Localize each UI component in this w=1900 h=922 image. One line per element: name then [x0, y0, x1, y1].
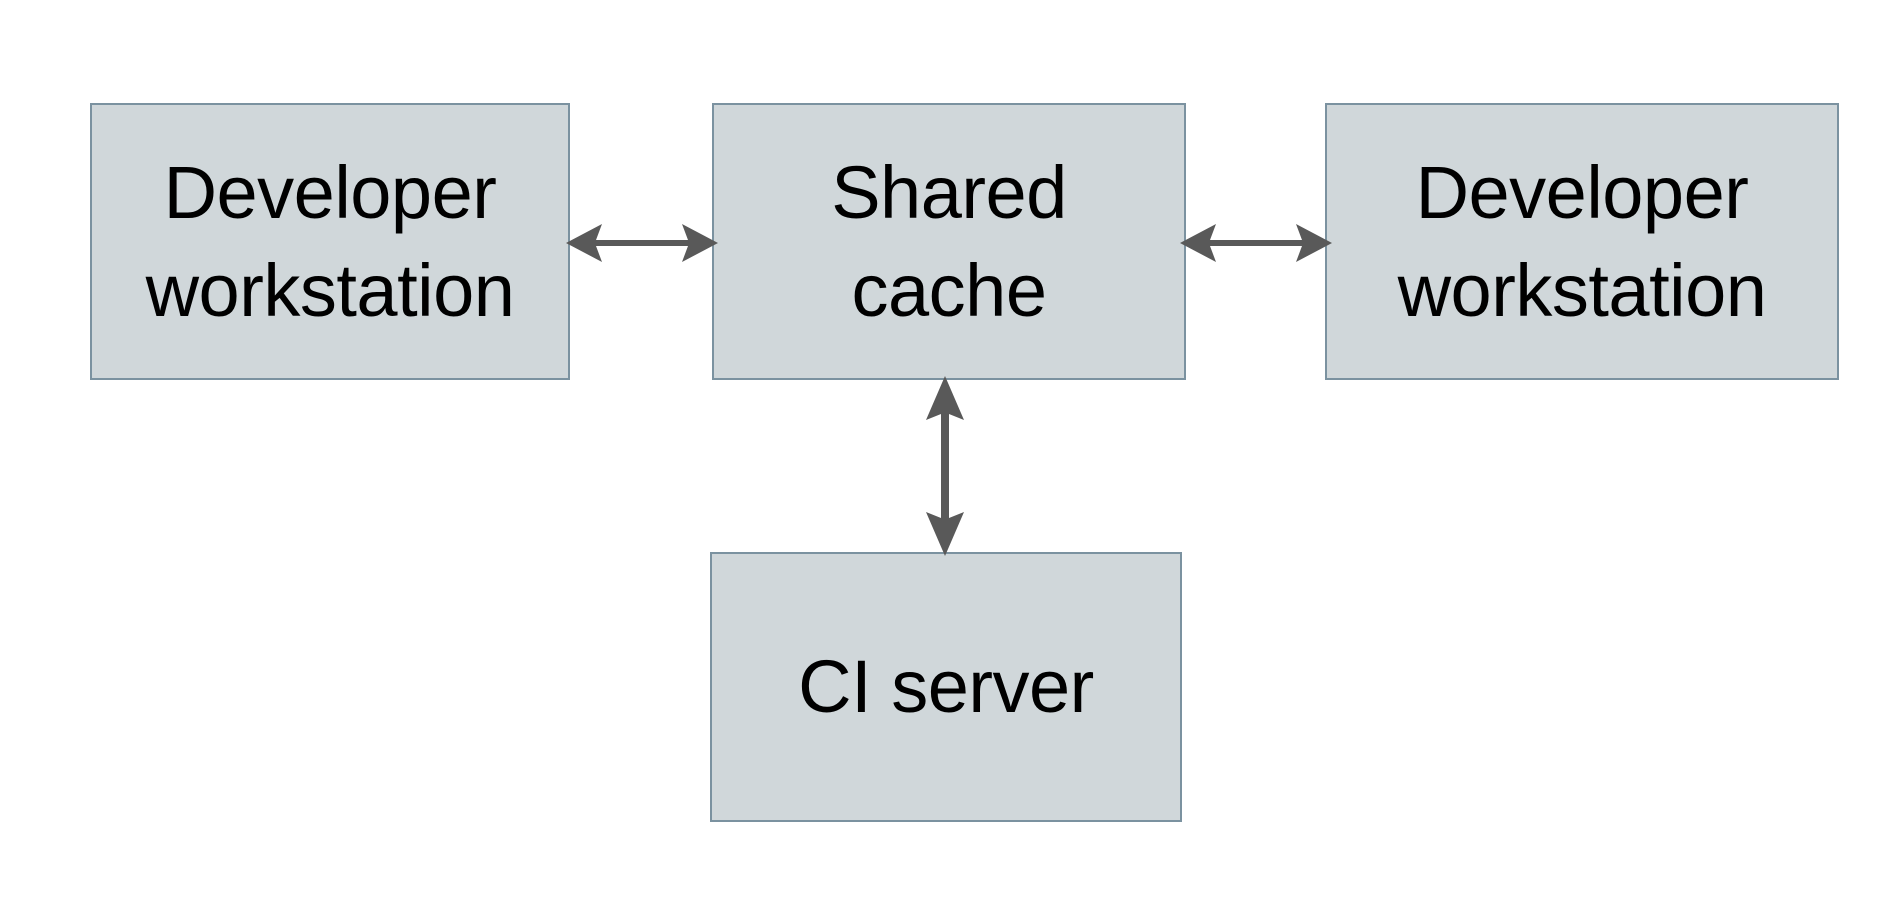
node-label: Shared cache	[831, 150, 1067, 332]
double-arrow-icon	[926, 376, 964, 556]
node-shared-cache[interactable]: Shared cache	[712, 103, 1186, 380]
double-arrow-icon	[566, 224, 718, 262]
node-developer-workstation-right[interactable]: Developer workstation	[1325, 103, 1839, 380]
double-arrow-icon	[1180, 224, 1332, 262]
connector-cache-to-ci-server	[926, 376, 964, 556]
node-label: Developer workstation	[1397, 150, 1767, 332]
node-label: CI server	[798, 645, 1094, 728]
node-developer-workstation-left[interactable]: Developer workstation	[90, 103, 570, 380]
connector-cache-to-right-workstation	[1180, 224, 1332, 262]
connector-left-workstation-to-cache	[566, 224, 718, 262]
node-ci-server[interactable]: CI server	[710, 552, 1182, 822]
node-label: Developer workstation	[145, 150, 515, 332]
